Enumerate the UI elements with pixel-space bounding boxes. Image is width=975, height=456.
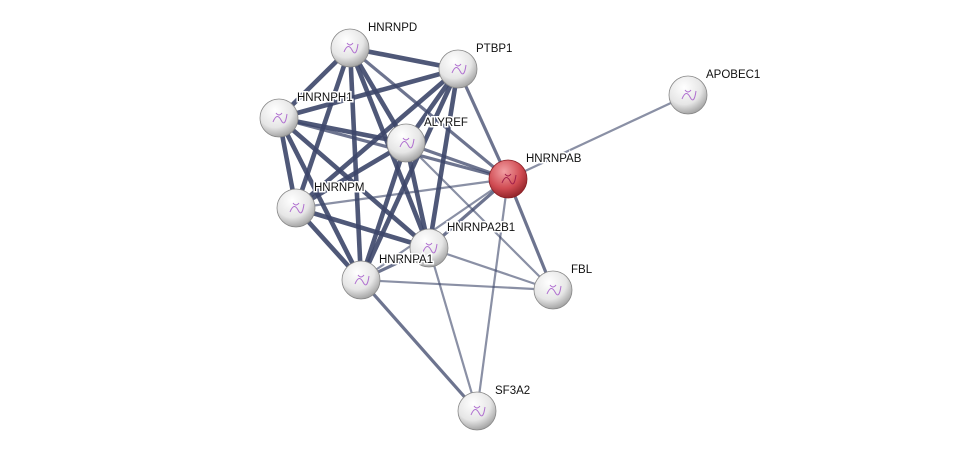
protein-structure-icon — [272, 112, 288, 124]
node-bubble[interactable] — [276, 188, 316, 228]
edge-alyref-hnrnpm[interactable] — [294, 141, 408, 210]
node-apobec1[interactable]: APOBEC1 — [668, 68, 762, 115]
edge-ptbp1-hnrnpa2b1[interactable] — [426, 68, 461, 249]
edge-hnrnpab-apobec1[interactable] — [507, 94, 689, 180]
edge-alyref-hnrnpa1[interactable] — [358, 142, 409, 281]
node-bubble[interactable] — [259, 98, 299, 138]
node-hnrnph1[interactable]: HNRNPH1 — [259, 91, 354, 138]
protein-structure-icon — [681, 89, 697, 101]
node-hnrnpm[interactable]: HNRNPM — [276, 181, 366, 228]
node-bubble[interactable] — [386, 123, 426, 163]
protein-structure-icon — [470, 405, 486, 417]
node-label: HNRNPA2B1 — [447, 222, 515, 234]
node-hnrnpd[interactable]: HNRNPD — [330, 21, 419, 68]
protein-structure-icon — [546, 284, 562, 296]
node-label: ALYREF — [424, 117, 468, 129]
node-label: HNRNPAB — [526, 153, 582, 165]
protein-structure-icon — [289, 202, 305, 214]
protein-structure-icon — [501, 173, 517, 185]
node-label: SF3A2 — [495, 385, 530, 397]
edge-hnrnpa2b1-fbl[interactable] — [428, 246, 554, 292]
node-bubble[interactable] — [438, 49, 478, 89]
protein-structure-icon — [343, 42, 359, 54]
protein-structure-icon — [451, 63, 467, 75]
node-hnrnpa2b1[interactable]: HNRNPA2B1 — [409, 221, 517, 268]
node-label: PTBP1 — [476, 43, 512, 55]
edge-hnrnph1-hnrnpa1[interactable] — [276, 116, 364, 282]
protein-structure-icon — [354, 274, 370, 286]
node-bubble[interactable] — [409, 228, 449, 268]
edge-hnrnpab-fbl[interactable] — [506, 178, 555, 291]
edge-ptbp1-hnrnpa1[interactable] — [358, 68, 461, 281]
edge-hnrnpd-hnrnpa1[interactable] — [347, 47, 364, 281]
edge-hnrnpab-hnrnpm[interactable] — [295, 177, 509, 210]
node-bubble[interactable] — [668, 75, 708, 115]
node-alyref[interactable]: ALYREF — [386, 116, 469, 163]
edge-hnrnpa1-sf3a2[interactable] — [359, 278, 479, 413]
edge-hnrnph1-hnrnpa2b1[interactable] — [277, 116, 431, 250]
node-label: HNRNPD — [368, 22, 417, 34]
node-fbl[interactable]: FBL — [533, 263, 594, 310]
edge-hnrnpab-sf3a2[interactable] — [475, 178, 510, 412]
edge-ptbp1-hnrnpab[interactable] — [456, 68, 510, 180]
node-label: HNRNPM — [314, 182, 364, 194]
node-label: FBL — [571, 264, 593, 276]
node-label: HNRNPA1 — [379, 254, 433, 266]
node-bubble[interactable] — [341, 260, 381, 300]
node-sf3a2[interactable]: SF3A2 — [457, 384, 532, 431]
node-bubble[interactable] — [330, 28, 370, 68]
edge-hnrnpa2b1-sf3a2[interactable] — [427, 247, 479, 412]
protein-structure-icon — [399, 137, 415, 149]
edge-ptbp1-hnrnph1[interactable] — [278, 66, 459, 121]
node-label: APOBEC1 — [706, 69, 760, 81]
node-ptbp1[interactable]: PTBP1 — [438, 42, 514, 89]
edge-alyref-fbl[interactable] — [405, 142, 554, 291]
node-bubble[interactable] — [457, 391, 497, 431]
protein-structure-icon — [422, 242, 438, 254]
node-label: HNRNPH1 — [297, 92, 353, 104]
edge-hnrnpm-hnrnpa2b1[interactable] — [295, 205, 430, 251]
node-hnrnpab[interactable]: HNRNPAB — [488, 152, 583, 199]
node-bubble[interactable] — [488, 159, 528, 199]
edge-hnrnpa1-fbl[interactable] — [360, 278, 554, 292]
node-hnrnpa1[interactable]: HNRNPA1 — [341, 253, 435, 300]
node-bubble[interactable] — [533, 270, 573, 310]
